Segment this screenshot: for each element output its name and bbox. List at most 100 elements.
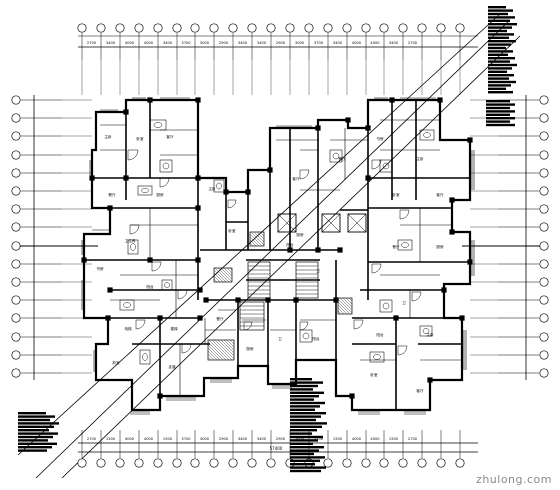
top-dimension-value: 2700 [408, 41, 418, 45]
exterior-wall-outline [82, 98, 472, 412]
sanitary-fixture [127, 239, 139, 255]
bottom-dimension-value: 4000 [352, 437, 362, 441]
room-label: 客厅 [166, 134, 174, 139]
bottom-axis-bubble [134, 458, 144, 468]
door-swing [181, 343, 192, 354]
left-axis-bubble [11, 259, 21, 269]
door-swing [353, 319, 364, 330]
legend-note-line-top-right [488, 16, 515, 19]
bottom-dimension-value: 3700 [314, 437, 324, 441]
hatch-line [214, 267, 230, 283]
bottom-dimension-value: 3000 [295, 437, 305, 441]
room-label: 卧室 [392, 192, 400, 197]
structural-column [441, 287, 447, 293]
structural-column [449, 197, 455, 203]
bottom-axis-bubble [398, 458, 408, 468]
bottom-dimension-value: 1500 [163, 437, 173, 441]
left-axis-bubble [11, 168, 21, 178]
legend-note-line-bottom-center [290, 442, 313, 445]
room-label: 卫 [402, 301, 406, 305]
room-label: 电梯 [124, 326, 132, 331]
bottom-axis-bubble [323, 458, 333, 468]
structural-column [147, 97, 153, 103]
door-swing [127, 149, 139, 161]
room-label: 主卧 [416, 156, 424, 161]
top-dimension-value: 3400 [389, 41, 399, 45]
bottom-dimension-value: 2700 [408, 437, 418, 441]
room-label: 卫 [278, 337, 282, 341]
structural-column [81, 257, 87, 263]
legend-note-line-bottom-center [290, 429, 317, 432]
watermark-text: zhulong.com [476, 473, 552, 486]
fixture-basin [382, 162, 390, 170]
sanitary-fixture [379, 299, 393, 313]
left-axis-bubble [11, 222, 21, 232]
legend-note-line-bottom-center [290, 405, 320, 408]
top-dimension-value: 3400 [257, 41, 267, 45]
room-labels: 主卧卧室客厅餐厅厨房卫生间书房阳台电梯楼梯前室走道主卧卧室客厅餐厅厨房卫阳台书房… [96, 134, 444, 393]
legend-note-line-bottom-center [290, 384, 318, 388]
room-label: 卫 [316, 269, 320, 273]
hatch-line [208, 339, 230, 361]
sanitary-fixture [329, 149, 343, 163]
fixture-basin [164, 282, 170, 288]
bottom-axis-bubble [379, 458, 389, 468]
hatch-line [226, 339, 235, 348]
room-label: 书房 [376, 136, 384, 141]
room-label: 餐厅 [108, 192, 116, 197]
hatch-line [229, 339, 235, 345]
room-label: 阳台 [376, 332, 384, 337]
top-dimension-value: 3400 [333, 41, 343, 45]
hatch-line [223, 339, 235, 351]
legend-note-line-top-right [488, 70, 507, 73]
structural-column [315, 125, 321, 131]
section-line [35, 19, 511, 479]
top-axis-bubble [77, 23, 87, 33]
structural-column [293, 297, 299, 303]
hatch-line [259, 231, 265, 237]
structural-column [223, 189, 229, 195]
left-axis-bubble [11, 332, 21, 342]
structural-column [235, 297, 241, 303]
hatch-line [250, 231, 265, 246]
right-axis-bubble [539, 241, 549, 251]
legend-note-line-bottom-center [290, 459, 320, 462]
bottom-dimension-value: 1500 [106, 437, 116, 441]
fixture-basin [153, 122, 163, 128]
bottom-axis-bubble [228, 458, 238, 468]
top-dimension-value: 2900 [276, 41, 286, 45]
legend-note-line-top-right [488, 6, 506, 9]
right-axis-bubble [539, 368, 549, 378]
room-label: 餐厅 [216, 316, 224, 321]
bottom-dimension-value: 2700 [87, 437, 97, 441]
bottom-dimension-value: 2900 [276, 437, 286, 441]
bottom-axis-bubble [436, 458, 446, 468]
hatch-line [207, 353, 215, 361]
legend-note-line-top-right [488, 77, 509, 80]
top-dimension-value: 3000 [295, 41, 305, 45]
legend-note-line-top-right [488, 50, 513, 53]
right-axis-bubble [539, 95, 549, 105]
bottom-dimension-value: 1500 [333, 437, 343, 441]
legend-note-line-top-right [488, 84, 511, 87]
top-axis-bubble [455, 23, 465, 33]
legend-note-line-bottom-center [290, 401, 325, 405]
left-axis-bubble [11, 277, 21, 287]
top-axis-bubble [361, 23, 371, 33]
elevator-shaft-cross [277, 213, 297, 233]
hatch-line [223, 267, 233, 277]
structural-column [157, 393, 163, 399]
sanitary-fixture [397, 239, 413, 251]
fixture-basin [216, 182, 222, 190]
bottom-dimension-value: 3000 [200, 437, 210, 441]
right-axis-bubble [539, 204, 549, 214]
legend-note-line-bottom-left [18, 418, 50, 422]
legend-note-line-top-right [488, 19, 510, 22]
top-axis-bubble [190, 23, 200, 33]
fixture-basin [162, 162, 170, 170]
top-dimension-value: 4000 [370, 41, 380, 45]
legend-note-line-bottom-left [18, 432, 58, 435]
hatch-line [256, 231, 265, 240]
right-axis-bubble [539, 113, 549, 123]
room-label: 卧室 [370, 372, 378, 377]
